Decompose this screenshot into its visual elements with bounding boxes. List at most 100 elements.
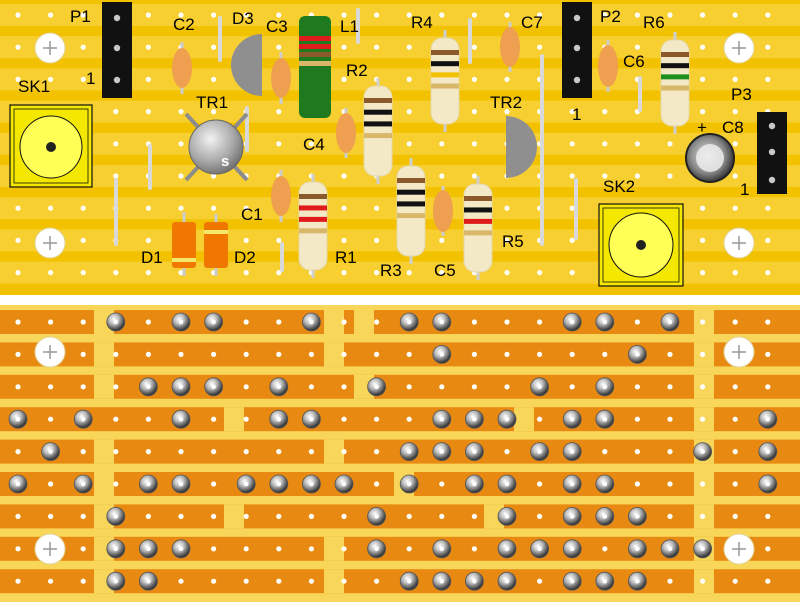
solder-joint-center bbox=[504, 546, 510, 552]
solder-joint-center bbox=[341, 481, 347, 487]
board-hole bbox=[765, 319, 771, 325]
board-hole bbox=[471, 319, 477, 325]
board-hole bbox=[80, 12, 86, 18]
board-hole bbox=[732, 12, 738, 18]
board-hole bbox=[732, 319, 738, 325]
board-hole bbox=[569, 141, 575, 147]
solder-joint-center bbox=[309, 416, 314, 422]
board-hole bbox=[569, 270, 575, 276]
board-hole bbox=[145, 12, 151, 18]
solder-joint-center bbox=[667, 319, 673, 325]
mount-hole-icon bbox=[34, 227, 66, 259]
board-hole bbox=[569, 237, 575, 243]
track-cut-icon bbox=[354, 374, 374, 399]
resistor-band bbox=[364, 133, 392, 139]
board-hole bbox=[569, 205, 575, 211]
solder-joint-center bbox=[211, 319, 216, 325]
board-hole bbox=[471, 546, 477, 552]
board-hole bbox=[700, 237, 706, 243]
board-hole bbox=[765, 384, 771, 390]
solder-joint-center bbox=[276, 416, 282, 422]
solder-joint-center bbox=[406, 319, 412, 325]
board-hole bbox=[374, 44, 380, 50]
board-hole bbox=[537, 44, 543, 50]
board-hole bbox=[406, 141, 412, 147]
board-hole bbox=[634, 173, 641, 179]
board-hole bbox=[48, 384, 54, 390]
board-hole bbox=[765, 12, 771, 18]
resistor-band bbox=[364, 109, 392, 115]
board-hole bbox=[113, 109, 119, 115]
board-hole bbox=[113, 416, 119, 422]
resistor-band bbox=[464, 196, 492, 201]
board-hole bbox=[471, 141, 477, 147]
label-c8: C8 bbox=[722, 118, 744, 137]
board-hole bbox=[765, 44, 771, 50]
solder-joint-center bbox=[406, 449, 412, 454]
solder-joint-center bbox=[504, 481, 510, 487]
board-hole bbox=[243, 449, 249, 455]
board-hole bbox=[504, 449, 510, 455]
solder-joint-center bbox=[602, 319, 608, 325]
board-hole bbox=[602, 351, 608, 357]
solder-joint-center bbox=[472, 449, 477, 454]
board-hole bbox=[178, 141, 184, 147]
board-hole bbox=[504, 12, 510, 18]
board-hole bbox=[145, 416, 151, 422]
board-hole bbox=[211, 12, 217, 18]
board-hole bbox=[341, 351, 347, 357]
board-hole bbox=[374, 351, 380, 357]
board-hole bbox=[276, 141, 282, 147]
board-hole bbox=[211, 546, 217, 552]
board-hole bbox=[178, 449, 184, 455]
board-hole bbox=[374, 12, 380, 18]
board-hole bbox=[48, 205, 54, 211]
mount-hole-icon bbox=[723, 533, 755, 565]
board-hole bbox=[374, 205, 380, 211]
board-hole bbox=[243, 578, 249, 584]
resistor-band bbox=[464, 230, 492, 236]
label-p1-pin: 1 bbox=[86, 69, 95, 88]
solder-joint-center bbox=[472, 481, 477, 487]
board-hole bbox=[471, 109, 477, 115]
board-hole bbox=[276, 319, 282, 325]
mount-hole-icon bbox=[34, 32, 66, 64]
board-hole bbox=[113, 351, 119, 357]
label-tr1: TR1 bbox=[196, 93, 228, 112]
resistor-body bbox=[430, 37, 460, 125]
board-hole bbox=[471, 12, 477, 18]
board-hole bbox=[341, 237, 347, 243]
resistor-band bbox=[364, 121, 392, 127]
solder-joint-center bbox=[48, 449, 53, 454]
board-hole bbox=[341, 319, 347, 325]
board-hole bbox=[211, 578, 217, 584]
board-hole bbox=[145, 237, 151, 243]
board-hole bbox=[145, 76, 151, 82]
board-hole bbox=[504, 205, 510, 211]
board-hole bbox=[341, 173, 347, 179]
board-hole bbox=[341, 578, 347, 584]
board-hole bbox=[80, 76, 86, 82]
board-hole bbox=[634, 416, 641, 422]
board-hole bbox=[700, 578, 706, 584]
board-hole bbox=[374, 319, 380, 325]
board-hole bbox=[700, 205, 706, 211]
board-hole bbox=[341, 12, 347, 18]
board-hole bbox=[341, 384, 347, 390]
solder-joint-center bbox=[15, 481, 21, 487]
solder-joint-center bbox=[569, 578, 575, 584]
label-sk1: SK1 bbox=[18, 77, 50, 96]
solder-joint-center bbox=[537, 546, 542, 552]
label-p3-pin: 1 bbox=[740, 180, 749, 199]
board-hole bbox=[243, 319, 249, 325]
solder-joint-center bbox=[504, 514, 510, 519]
board-hole bbox=[765, 546, 771, 552]
label-c5: C5 bbox=[434, 261, 456, 280]
board-hole bbox=[406, 12, 412, 18]
resistor-r2 bbox=[363, 78, 393, 184]
diode-d2 bbox=[204, 214, 228, 276]
board-hole bbox=[765, 513, 771, 520]
board-hole bbox=[765, 270, 771, 276]
board-hole bbox=[308, 449, 314, 455]
board-hole bbox=[341, 449, 347, 455]
